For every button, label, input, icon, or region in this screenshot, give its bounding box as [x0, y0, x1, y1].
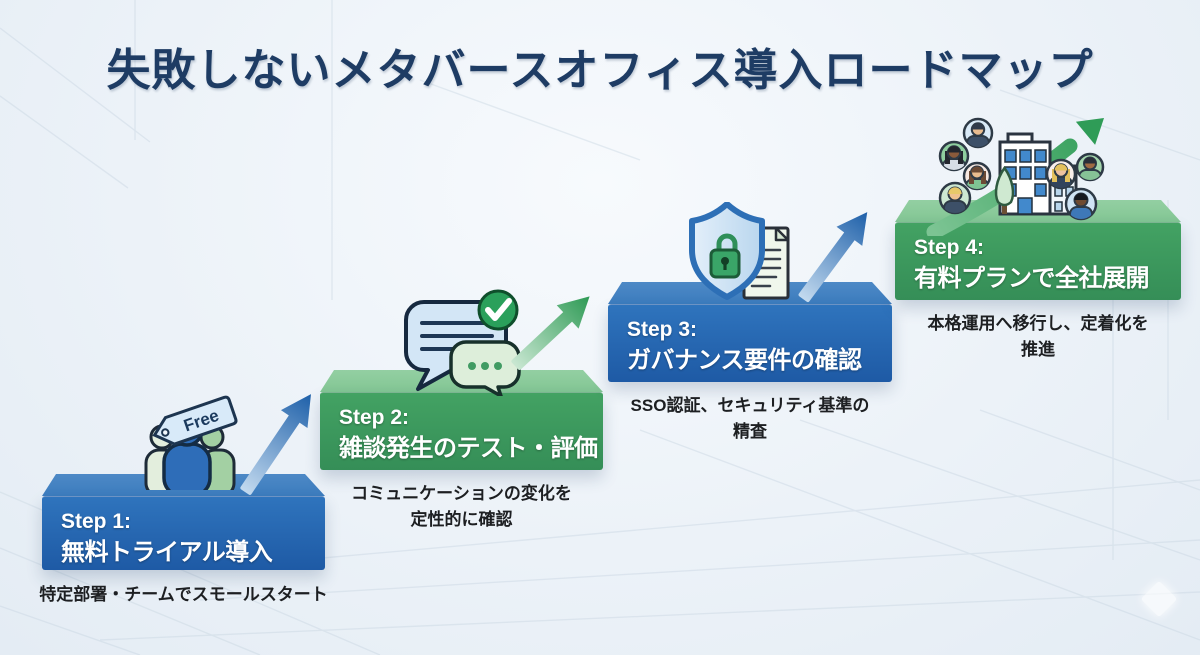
page-title: 失敗しないメタバースオフィス導入ロードマップ — [106, 46, 1094, 95]
company-rollout-icon — [926, 117, 1105, 236]
step-arrow-2-icon — [511, 296, 590, 370]
avatar-icon — [1075, 152, 1105, 182]
avatar-icon — [938, 140, 970, 172]
step-arrow-3-icon — [798, 212, 868, 303]
avatar-icon — [938, 181, 972, 215]
avatar-icon — [962, 161, 992, 191]
step-1-label: Step 1: — [61, 510, 132, 533]
step-3-heading: ガバナンス要件の確認 — [627, 347, 862, 374]
step-3-front-face: Step 3: ガバナンス要件の確認 — [608, 304, 892, 382]
step-arrow-1-icon — [240, 394, 311, 495]
tree-icon — [994, 165, 1015, 214]
step-1-heading: 無料トライアル導入 — [61, 539, 273, 566]
step-4-caption-line2: 推進 — [1021, 340, 1055, 359]
step-2-label: Step 2: — [339, 406, 410, 429]
step-2-heading: 雑談発生のテスト・評価 — [339, 435, 598, 462]
step-2-front-face: Step 2: 雑談発生のテスト・評価 — [320, 392, 603, 470]
step-3-caption-line1: SSO認証、セキュリティ基準の — [630, 396, 870, 415]
step-3-caption: SSO認証、セキュリティ基準の 精査 — [608, 393, 892, 445]
step-4-heading: 有料プランで全社展開 — [914, 265, 1150, 292]
step-4-label: Step 4: — [914, 236, 985, 259]
avatar-icon — [962, 117, 994, 149]
step-1-caption: 特定部署・チームでスモールスタート — [13, 582, 354, 608]
step-1-caption-line1: 特定部署・チームでスモールスタート — [39, 585, 328, 604]
step-4-caption: 本格運用へ移行し、定着化を 推進 — [895, 311, 1181, 363]
free-tag-icon: Free — [152, 395, 238, 446]
team-icon: Free — [144, 395, 238, 490]
step-4-caption-line1: 本格運用へ移行し、定着化を — [927, 314, 1149, 333]
step-2-caption-line2: 定性的に確認 — [410, 510, 513, 529]
step-2-caption-line1: コミュニケーションの変化を — [351, 484, 572, 503]
check-icon — [477, 289, 519, 331]
step-2-caption: コミュニケーションの変化を 定性的に確認 — [320, 481, 603, 533]
step-1-front-face: Step 1: 無料トライアル導入 — [42, 496, 325, 570]
avatar-icon — [1064, 187, 1098, 221]
shield-lock-icon — [689, 202, 790, 300]
chat-bubbles-icon — [404, 289, 521, 396]
step-3-caption-line2: 精査 — [733, 422, 767, 441]
padlock-icon — [709, 233, 741, 279]
step-3-label: Step 3: — [627, 318, 698, 341]
